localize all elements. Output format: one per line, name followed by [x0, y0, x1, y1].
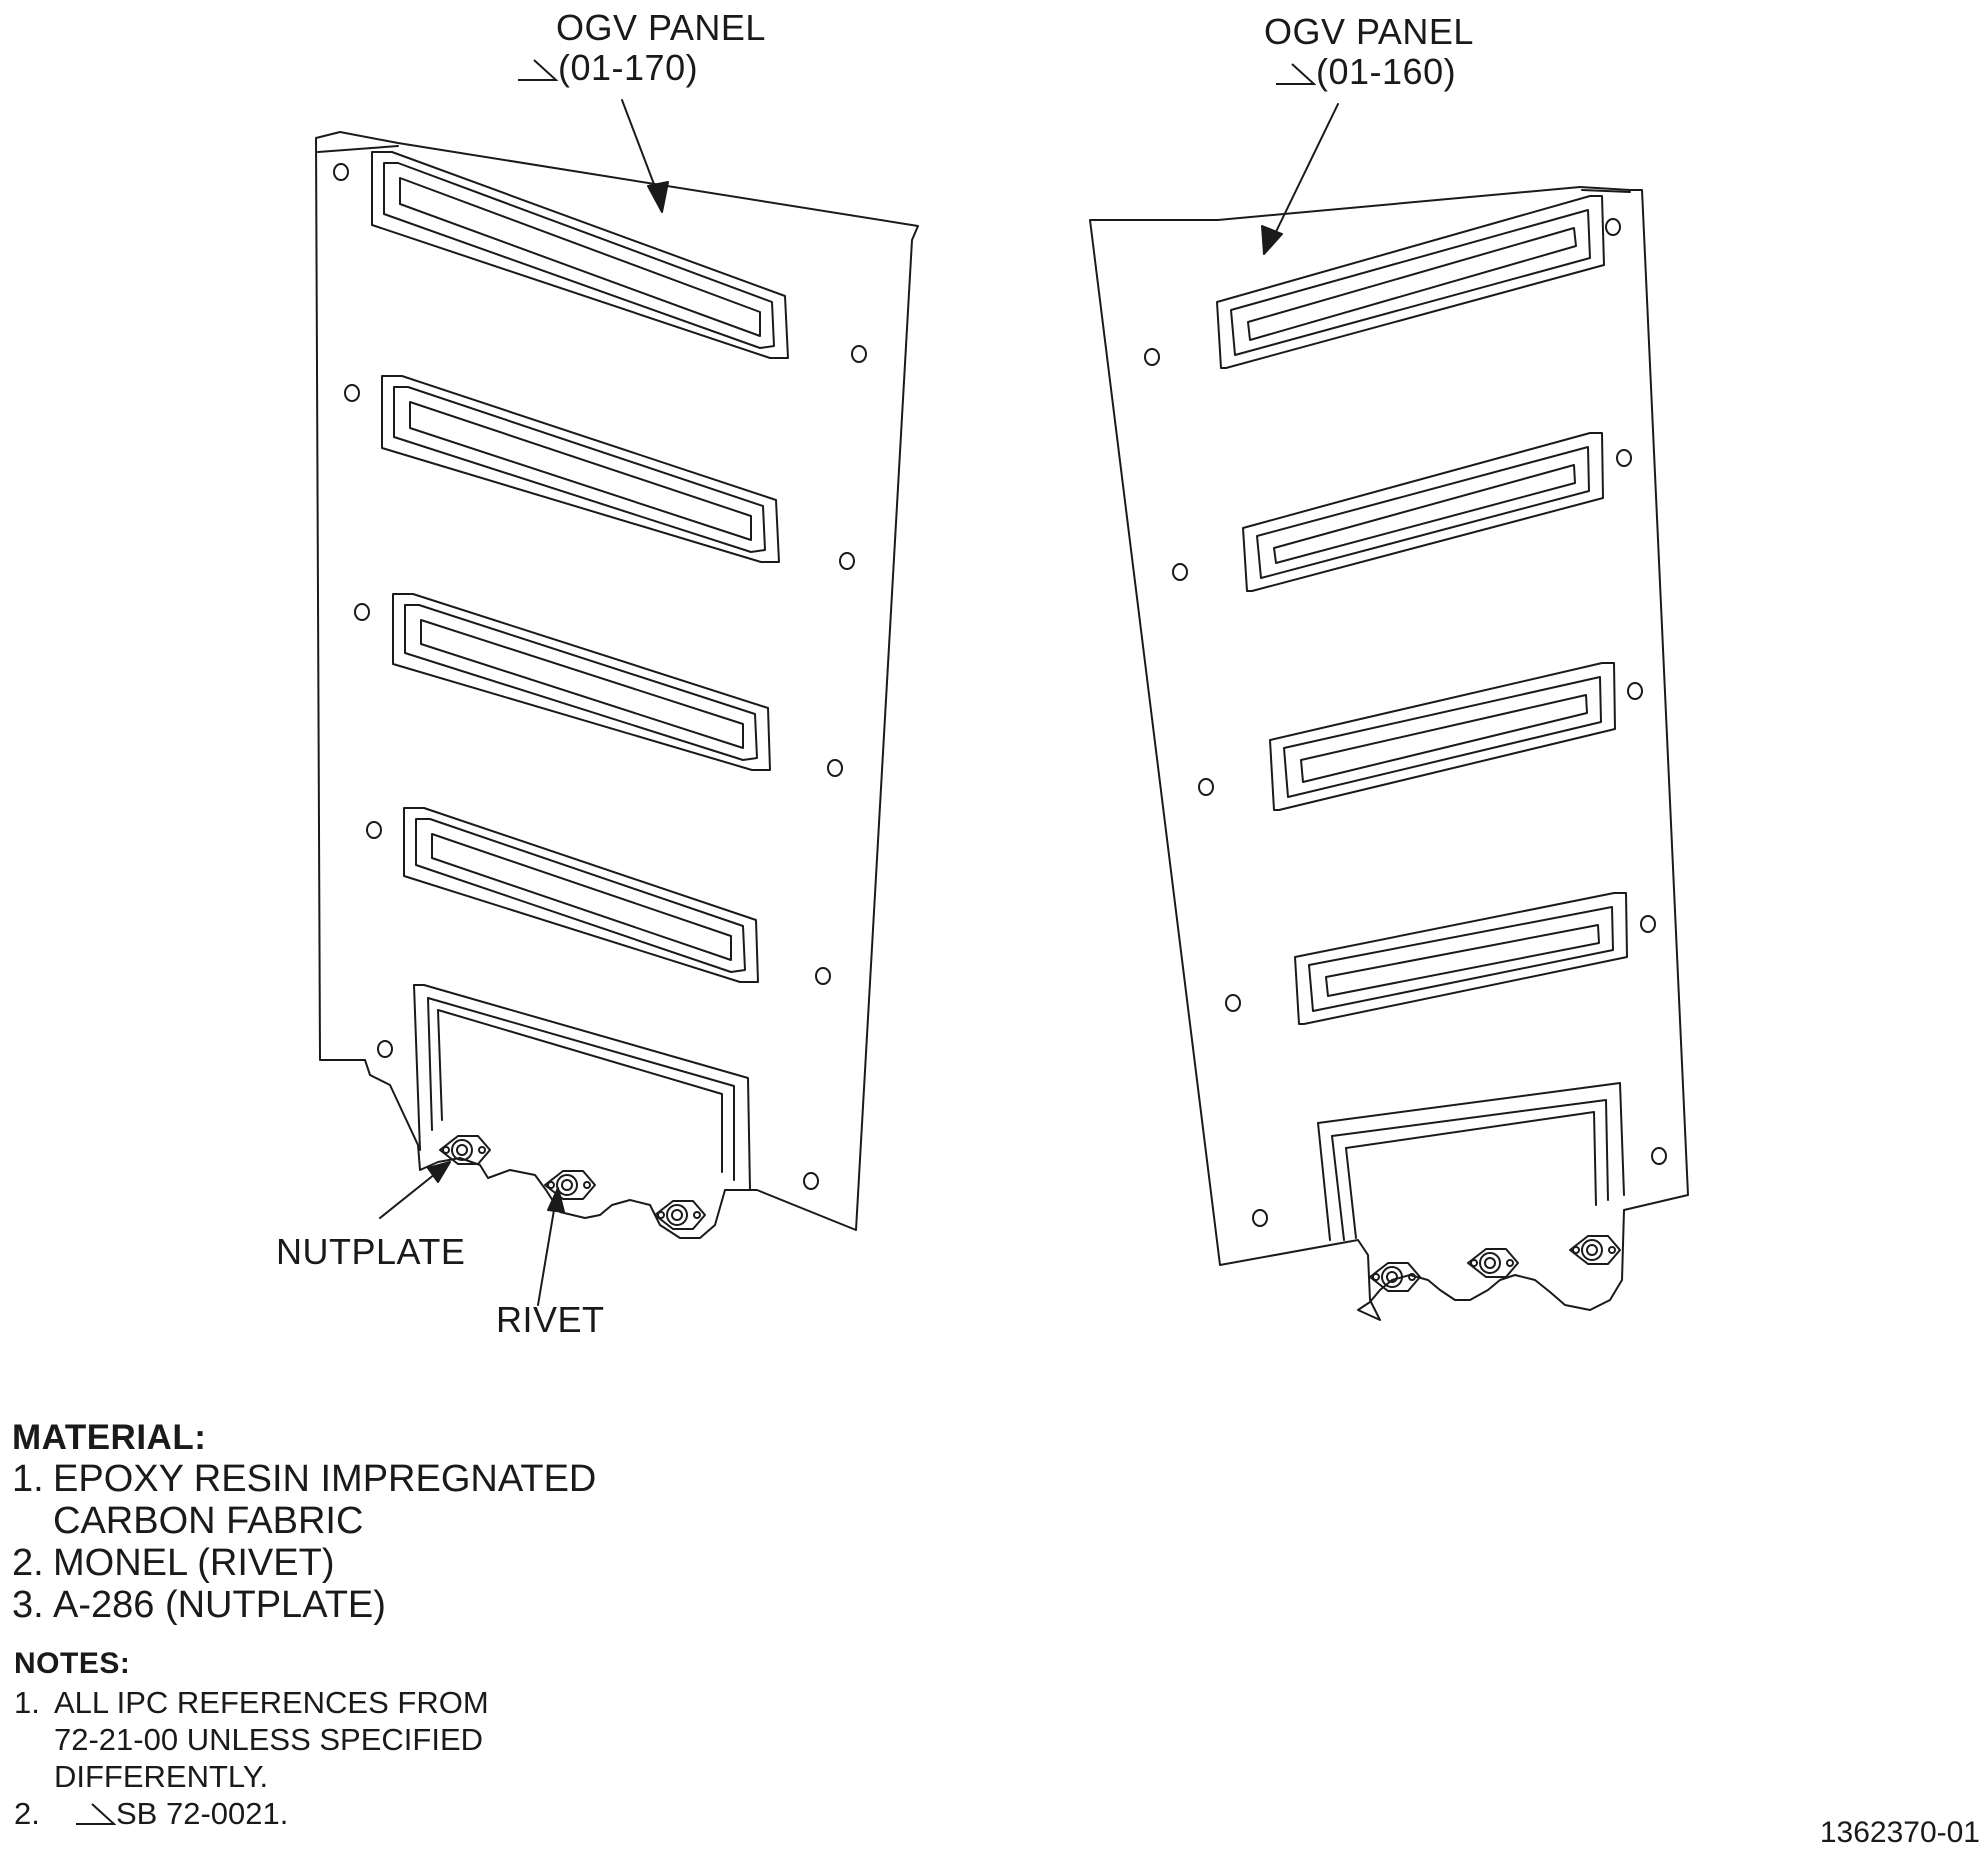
leader-panel-left: [621, 99, 669, 213]
louver-slot: [1216, 195, 1605, 369]
list-item: 1. ALL IPC REFERENCES FROM 72-21-00 UNLE…: [14, 1685, 489, 1794]
nutplates-left: [439, 1135, 706, 1230]
leader-panel-right: [1261, 103, 1339, 255]
ogv-panel-left: [315, 131, 919, 1239]
louver-slot: [1294, 892, 1628, 1025]
service-bulletin-flag-icon: [518, 59, 558, 81]
nutplate-icon: [544, 1170, 596, 1200]
panel-left-outline: [315, 131, 919, 1239]
service-bulletin-flag-icon: [1276, 63, 1316, 85]
callout-panel-right-title: OGV PANEL: [1264, 11, 1474, 52]
notes-list: NOTES: 1. ALL IPC REFERENCES FROM 72-21-…: [14, 1646, 489, 1832]
louver-slot: [392, 593, 771, 771]
louver-slot: [381, 375, 780, 563]
bracket-recess-left: [413, 984, 751, 1191]
callout-ogv-panel-right: OGV PANEL (01-160): [1264, 12, 1474, 92]
leader-lines: [379, 99, 1339, 1306]
nutplates-right: [1369, 1235, 1621, 1292]
leader-nutplate: [379, 1161, 451, 1219]
material-heading: MATERIAL:: [12, 1418, 207, 1457]
callout-panel-left-ref: (01-170): [558, 47, 699, 88]
nutplate-icon: [654, 1200, 706, 1230]
list-item: 2. MONEL (RIVET): [12, 1542, 335, 1584]
louver-slots-right: [1216, 195, 1628, 1241]
callout-panel-left-title: OGV PANEL: [556, 7, 766, 48]
notes-heading: NOTES:: [14, 1647, 131, 1680]
bracket-recess-right: [1317, 1082, 1625, 1241]
louver-slot: [403, 807, 759, 983]
louver-slots-left: [371, 151, 789, 1191]
callout-nutplate: NUTPLATE: [276, 1231, 466, 1272]
callout-panel-right-ref: (01-160): [1316, 51, 1457, 92]
nutplate-icon: [1467, 1248, 1519, 1278]
figure-number: 1362370-01: [1819, 1816, 1980, 1849]
nutplate-icon: [1569, 1235, 1621, 1265]
panel-right-outline: [1089, 186, 1689, 1321]
list-item: 2. SB 72-0021.: [14, 1796, 289, 1831]
louver-slot: [1242, 432, 1604, 592]
fastener-holes-right: [1144, 218, 1667, 1227]
louver-slot: [1269, 662, 1616, 811]
service-bulletin-flag-icon: [76, 1803, 116, 1825]
louver-slot: [371, 151, 789, 359]
list-item: 1. EPOXY RESIN IMPREGNATED CARBON FABRIC: [12, 1458, 597, 1542]
material-list: MATERIAL: 1. EPOXY RESIN IMPREGNATED CAR…: [12, 1418, 596, 1626]
callout-ogv-panel-left: OGV PANEL (01-170): [518, 7, 766, 88]
leader-rivet: [537, 1187, 565, 1306]
callout-rivet: RIVET: [496, 1299, 605, 1340]
fastener-holes-left: [333, 163, 867, 1190]
nutplate-icon: [1369, 1262, 1421, 1292]
list-item: 3. A-286 (NUTPLATE): [12, 1584, 386, 1626]
ogv-panel-right: [1089, 186, 1689, 1321]
nutplate-icon: [439, 1135, 491, 1165]
